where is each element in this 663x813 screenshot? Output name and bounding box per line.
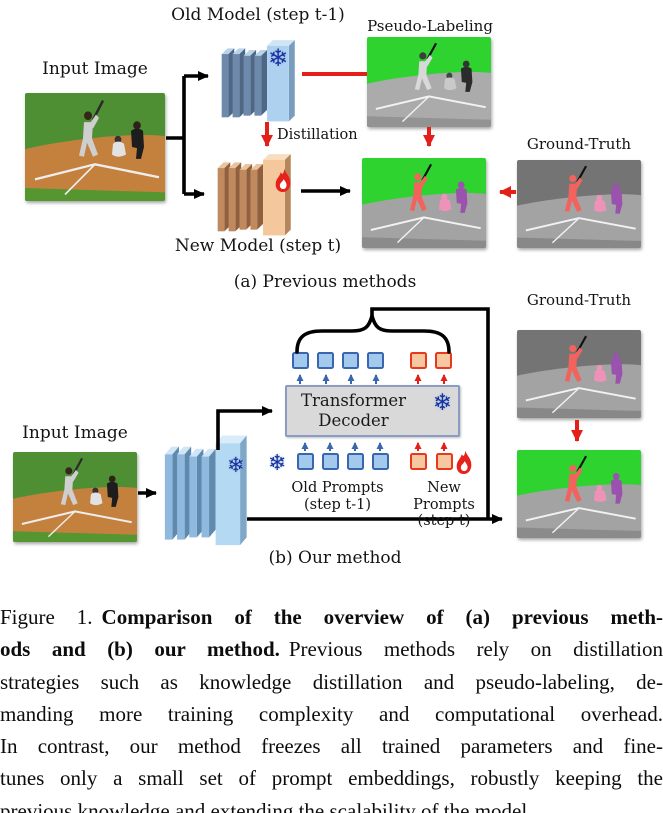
panel-b-caption: (b) Our method (268, 548, 402, 568)
decoder-label-line1: Transformer (300, 390, 407, 410)
encoder-stack-b (163, 430, 257, 554)
output-token-blue (317, 352, 334, 369)
old-prompt-token (322, 453, 339, 470)
fire-icon (453, 450, 475, 476)
output-token-blue (292, 352, 309, 369)
input-image-a (25, 93, 165, 201)
old-model-label: Old Model (step t-1) (171, 5, 345, 25)
pseudo-labeling-label: Pseudo-Labeling (367, 17, 493, 35)
fire-icon (272, 168, 294, 194)
ground-truth-label-b: Ground-Truth (526, 291, 632, 309)
decoder-label-line2: Decoder (318, 411, 389, 430)
old-prompt-token (372, 453, 389, 470)
new-prompts-label: New Prompts (step t) (413, 480, 475, 530)
distillation-label: Distillation (277, 127, 358, 143)
ground-truth-image-a (517, 160, 641, 248)
caption-line: Figure 1.Comparison of the overview of (… (0, 605, 663, 629)
old-prompt-token (347, 453, 364, 470)
output-mask-b (517, 450, 641, 538)
pseudo-label-image (367, 37, 491, 127)
ground-truth-label-a: Ground-Truth (526, 135, 632, 153)
caption-line: In contrast, our method freezes all trai… (0, 734, 663, 759)
snowflake-icon: ❄ (268, 451, 287, 476)
caption-line: manding more training complexity and com… (0, 701, 663, 726)
output-token-blue (342, 352, 359, 369)
new-model-stack (216, 150, 300, 242)
caption-line: tunes only a small set of prompt embeddi… (0, 766, 663, 791)
new-prompt-token (410, 453, 427, 470)
output-token-red (435, 352, 452, 369)
output-token-blue (367, 352, 384, 369)
output-token-red (410, 352, 427, 369)
transformer-decoder-box: Transformer Decoder ❄ (285, 385, 460, 437)
input-image-label-a: Input Image (42, 59, 148, 79)
new-prompt-token (436, 453, 453, 470)
ground-truth-image-b (517, 330, 641, 418)
panel-a-caption: (a) Previous methods (233, 272, 417, 292)
output-mask-a (362, 158, 486, 248)
snowflake-icon: ❄ (227, 453, 245, 477)
input-image-b (13, 452, 137, 542)
old-prompt-token (297, 453, 314, 470)
caption-line: ods and (b) our method.Previous methods … (0, 637, 663, 662)
snowflake-icon: ❄ (268, 44, 289, 72)
old-prompts-label: Old Prompts (step t-1) (291, 480, 384, 513)
input-image-label-b: Input Image (22, 423, 128, 443)
caption-line: previous knowledge and extending the sca… (0, 798, 533, 813)
snowflake-icon: ❄ (432, 390, 452, 416)
new-model-label: New Model (step t) (174, 236, 342, 256)
figure-caption: Figure 1.Comparison of the overview of (… (0, 601, 663, 813)
caption-line: strategies such as knowledge distillatio… (0, 669, 663, 694)
old-model-stack (220, 36, 304, 128)
